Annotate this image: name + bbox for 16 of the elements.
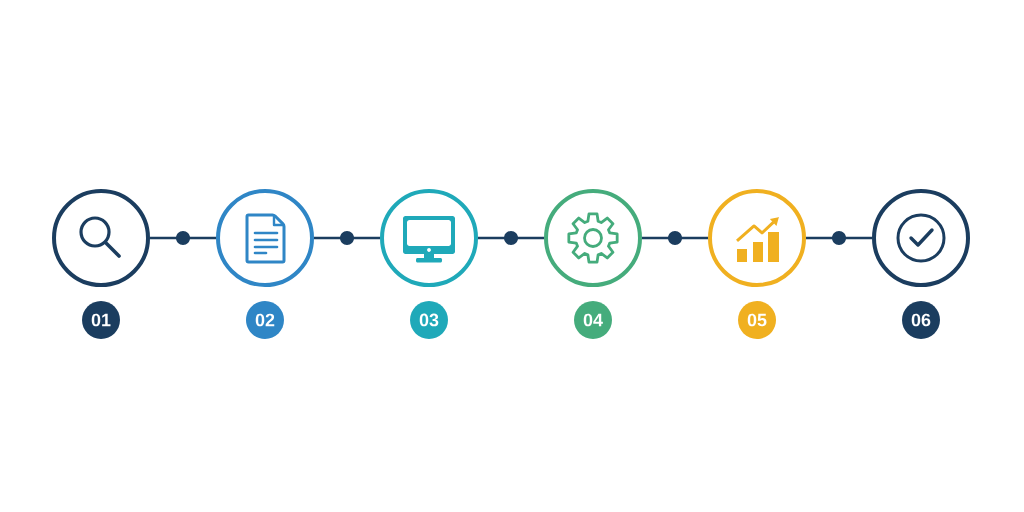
step-circle (872, 189, 970, 287)
number-badge: 02 (246, 301, 284, 339)
number-badge: 06 (902, 301, 940, 339)
number-badge: 05 (738, 301, 776, 339)
connector-line (806, 236, 872, 240)
step-circle (544, 189, 642, 287)
connector-line (150, 236, 216, 240)
step-circle (216, 189, 314, 287)
number-badge: 04 (574, 301, 612, 339)
number-badge: 01 (82, 301, 120, 339)
step-circle (52, 189, 150, 287)
step-circle (708, 189, 806, 287)
connector-line (478, 236, 544, 240)
connector-line (314, 236, 380, 240)
number-badge: 03 (410, 301, 448, 339)
connector-line (642, 236, 708, 240)
